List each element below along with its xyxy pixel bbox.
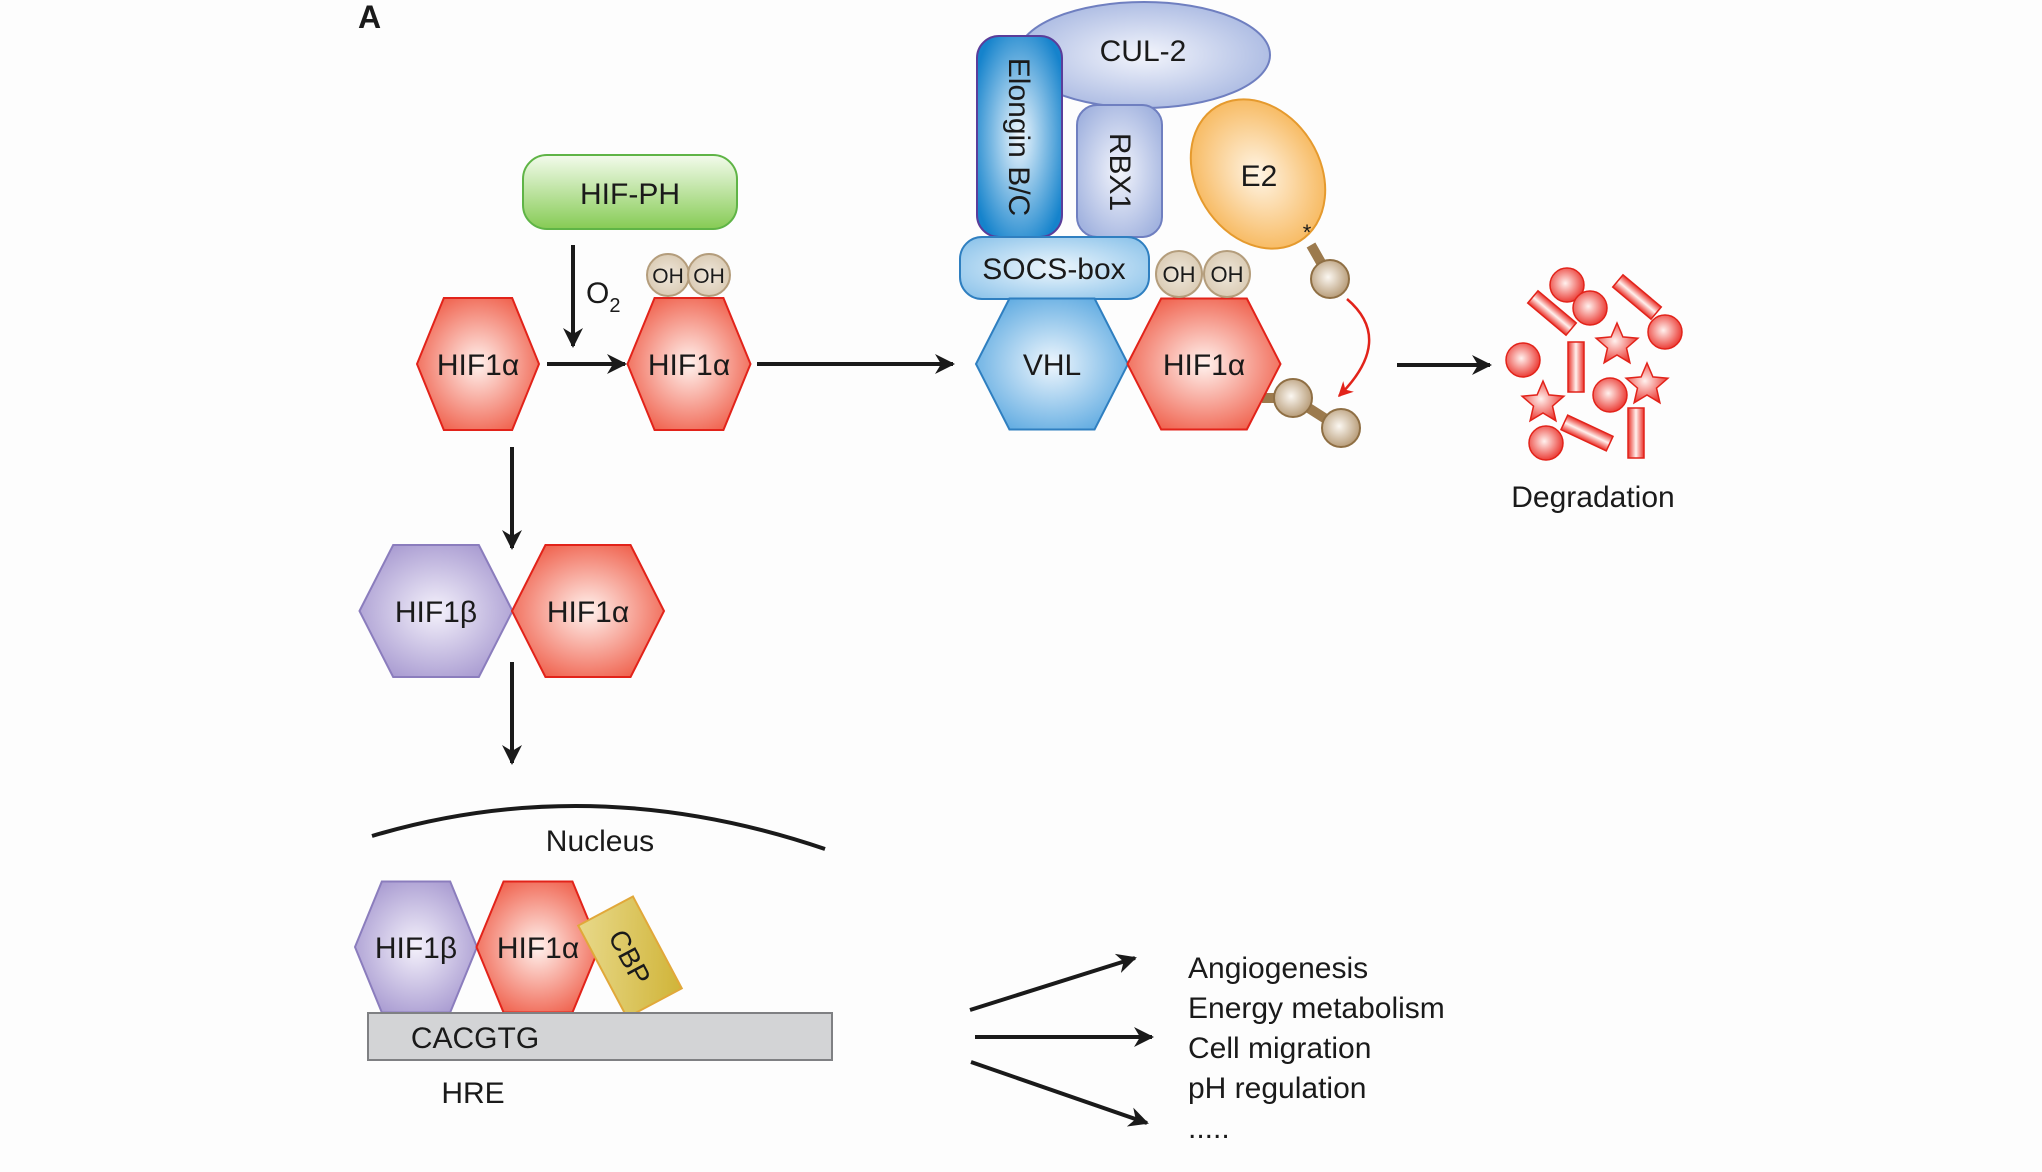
rbx1-box: RBX1 — [1076, 104, 1163, 238]
debris-sphere — [1572, 290, 1608, 326]
cul2-label: CUL-2 — [1100, 35, 1187, 68]
e2-label: E2 — [1241, 160, 1278, 193]
outcome-item: Cell migration — [1188, 1032, 1371, 1065]
o2-subscript: 2 — [609, 295, 620, 317]
degradation-debris — [1505, 267, 1683, 461]
debris-fragment — [1559, 414, 1615, 452]
oh-label: OH — [1211, 262, 1244, 287]
oh-group: OH — [1203, 250, 1251, 298]
hif1a-label: HIF1α — [437, 349, 519, 382]
hif1a-label: HIF1α — [497, 932, 579, 965]
ubiquitin-ball — [1310, 259, 1350, 299]
oh-label: OH — [693, 265, 725, 288]
hif1a-hexagon-vhl-bound: HIF1α OH OH — [1126, 250, 1361, 448]
hif1b-label: HIF1β — [395, 596, 477, 629]
debris-sphere — [1647, 314, 1683, 350]
output-arrow — [970, 1060, 1149, 1127]
e2-active-site-mark: * — [1303, 220, 1312, 245]
hif1b-label: HIF1β — [375, 932, 457, 965]
output-arrow — [969, 953, 1137, 1012]
vhl-label: VHL — [1023, 349, 1081, 382]
nucleus-label: Nucleus — [546, 825, 654, 858]
debris-sphere — [1592, 377, 1628, 413]
oh-group: OH — [1155, 250, 1203, 298]
hif1a-label: HIF1α — [1163, 349, 1245, 382]
hif-dimer-cytoplasm: HIF1β HIF1α — [358, 544, 666, 678]
socs-box: SOCS-box — [959, 236, 1150, 300]
oh-label: OH — [652, 265, 684, 288]
cbp-box: CBP — [576, 895, 684, 1019]
ubiquitin-ball — [1321, 408, 1361, 448]
debris-star — [1624, 361, 1670, 405]
socs-label: SOCS-box — [982, 253, 1125, 286]
panel-label: A — [358, 0, 381, 35]
hif-ph-label: HIF-PH — [580, 178, 680, 211]
debris-sphere — [1549, 267, 1585, 303]
outcome-item: ..... — [1188, 1112, 1230, 1145]
outcome-item: Energy metabolism — [1188, 992, 1445, 1025]
debris-star — [1594, 321, 1640, 365]
debris-fragment — [1526, 289, 1578, 337]
e2-ellipse: E2 * — [1189, 98, 1327, 250]
target-gene-outcomes: Angiogenesis Energy metabolism Cell migr… — [1188, 952, 1445, 1145]
cul2-ellipse: CUL-2 — [1017, 1, 1271, 109]
oh-label: OH — [1163, 262, 1196, 287]
hif1a-hexagon-free: HIF1α — [415, 297, 541, 431]
debris-star — [1520, 379, 1566, 423]
vhl-hexagon: VHL — [974, 297, 1130, 431]
hif1a-label: HIF1α — [547, 596, 629, 629]
outcome-item: Angiogenesis — [1188, 952, 1368, 985]
oh-group: OH — [646, 253, 690, 297]
dna-hre: CACGTG HRE — [367, 1012, 833, 1110]
ubiquitin-ball — [1273, 378, 1313, 418]
nuclear-membrane-arc — [371, 803, 826, 851]
elongin-box: Elongin B/C — [976, 35, 1063, 238]
ubiquitin-transfer-arrow — [1337, 298, 1371, 398]
rbx1-label: RBX1 — [1103, 133, 1136, 211]
debris-sphere — [1505, 342, 1541, 378]
debris-fragment — [1627, 407, 1645, 459]
hre-label: HRE — [441, 1077, 504, 1110]
debris-fragment — [1567, 341, 1585, 393]
o2-symbol: O — [586, 277, 609, 310]
debris-fragment — [1611, 273, 1663, 321]
degradation-label: Degradation — [1511, 481, 1674, 514]
hif-ph-box: HIF-PH — [522, 154, 738, 230]
dna-sequence: CACGTG — [411, 1022, 539, 1055]
debris-sphere — [1528, 425, 1564, 461]
oh-group: OH — [687, 253, 731, 297]
hif1a-label: HIF1α — [648, 349, 730, 382]
hif-dimer-nucleus: HIF1β HIF1α — [353, 880, 601, 1014]
o2-label: O2 — [586, 277, 620, 317]
elongin-label: Elongin B/C — [1002, 58, 1035, 216]
hif1a-hexagon-hydroxylated: HIF1α OH OH — [626, 253, 752, 431]
outcome-item: pH regulation — [1188, 1072, 1366, 1105]
